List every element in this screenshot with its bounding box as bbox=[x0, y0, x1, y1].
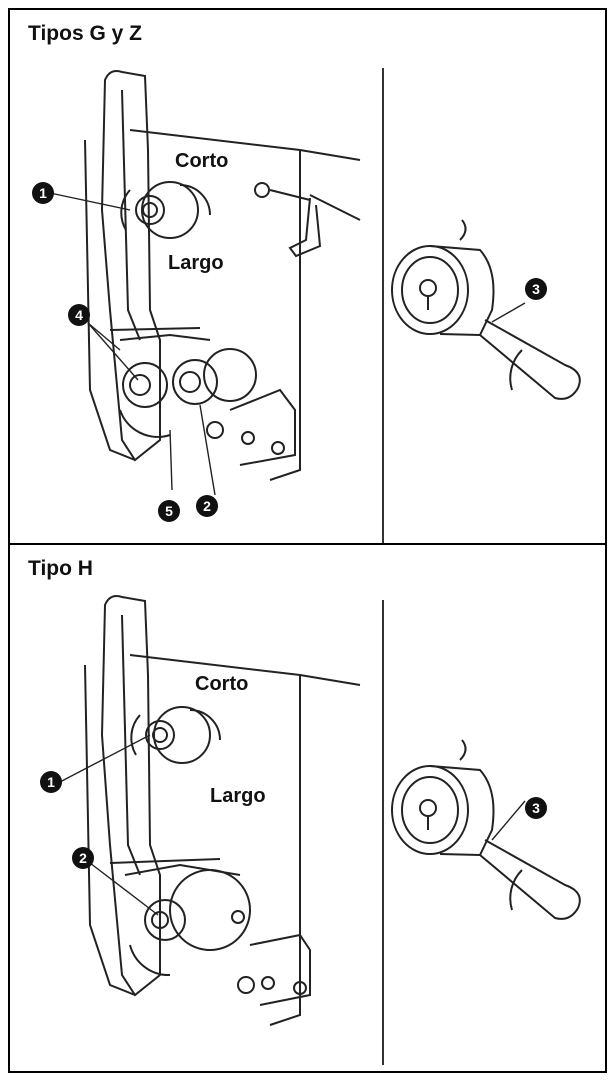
panel-divider bbox=[382, 68, 384, 543]
panel-divider bbox=[382, 600, 384, 1065]
panel-title: Tipo H bbox=[28, 557, 93, 580]
panel-type-h: Tipo H bbox=[8, 545, 607, 1073]
label-long: Largo bbox=[168, 252, 224, 274]
callout-2: 2 bbox=[196, 495, 218, 517]
panel-types-g-z: Tipos G y Z bbox=[8, 8, 607, 545]
tension-machine-illustration bbox=[49, 70, 581, 496]
callout-4: 4 bbox=[68, 304, 90, 326]
callout-5: 5 bbox=[158, 500, 180, 522]
label-long: Largo bbox=[210, 785, 266, 807]
label-short: Corto bbox=[175, 150, 229, 172]
callout-1: 1 bbox=[32, 182, 54, 204]
callout-3: 3 bbox=[525, 278, 547, 300]
callout-2: 2 bbox=[72, 847, 94, 869]
label-short: Corto bbox=[195, 673, 249, 695]
tension-machine-illustration bbox=[57, 595, 581, 1026]
callout-1: 1 bbox=[40, 771, 62, 793]
callout-3: 3 bbox=[525, 797, 547, 819]
panel-title: Tipos G y Z bbox=[28, 22, 142, 45]
